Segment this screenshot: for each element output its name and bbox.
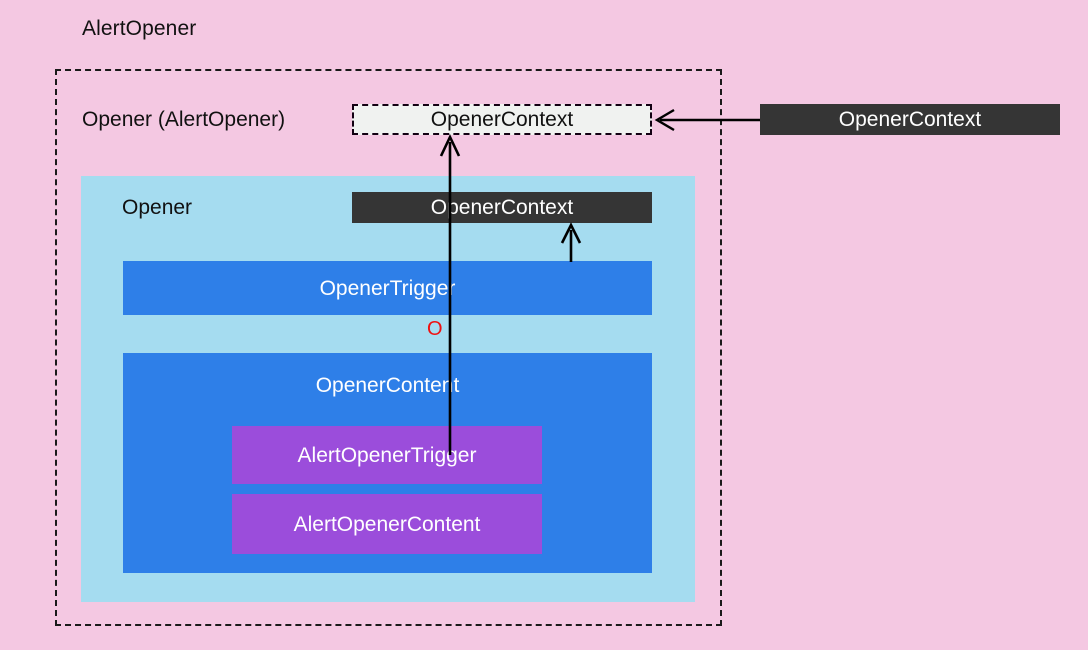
alert-opener-trigger-label: AlertOpenerTrigger [297, 443, 477, 467]
red-o-marker: O [427, 318, 443, 340]
opener-content-label: OpenerContent [315, 374, 460, 397]
outer-container-label: Opener (AlertOpener) [82, 108, 286, 131]
opener-context-inner-label: OpenerContext [430, 196, 574, 219]
opener-context-external-label: OpenerContext [838, 108, 982, 131]
opener-context-dashed-box: OpenerContext [352, 104, 652, 135]
opener-context-dashed-label: OpenerContext [430, 108, 574, 131]
page-title: AlertOpener [82, 17, 197, 40]
opener-trigger-label: OpenerTrigger [319, 276, 456, 300]
alert-opener-content-box: AlertOpenerContent [232, 494, 542, 554]
opener-trigger-box: OpenerTrigger [123, 261, 652, 315]
opener-context-external-box: OpenerContext [760, 104, 1060, 135]
opener-context-inner-box: OpenerContext [352, 192, 652, 223]
outer-dashed-container [55, 69, 722, 626]
alert-opener-content-label: AlertOpenerContent [293, 512, 481, 536]
alert-opener-trigger-box: AlertOpenerTrigger [232, 426, 542, 484]
opener-region-label: Opener [122, 196, 193, 219]
